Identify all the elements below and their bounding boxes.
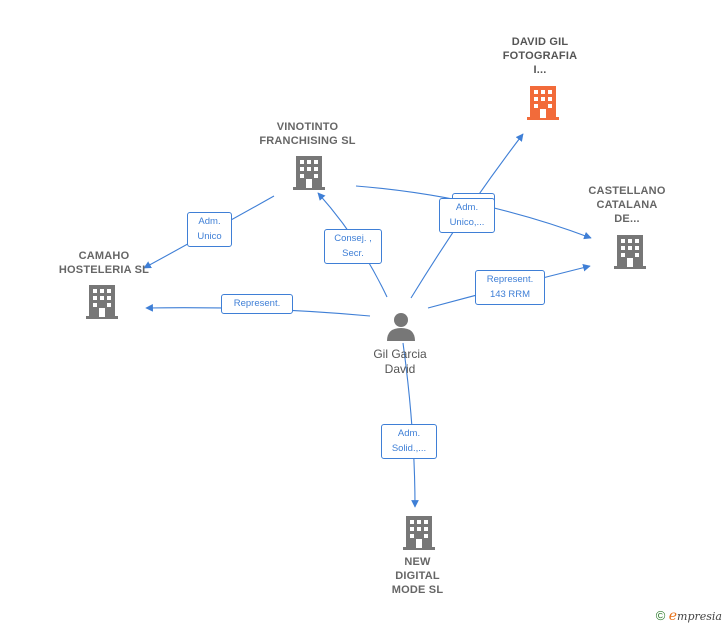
footer-brand: © empresia	[656, 608, 722, 624]
edge-label-consej-secr[interactable]: Consej. , Secr.	[324, 229, 382, 264]
node-label-vinotinto[interactable]: VINOTINTO FRANCHISING SL	[259, 121, 356, 147]
edge-label-adm-unico-multi[interactable]: Adm. Unico,...	[439, 198, 495, 233]
building-icon-david-gil[interactable]	[527, 85, 559, 120]
person-label[interactable]: Gil Garcia David	[373, 347, 427, 376]
node-label-new-digital[interactable]: NEW DIGITAL MODE SL	[391, 556, 444, 596]
edge-label-adm-unico-camaho[interactable]: Adm. Unico	[187, 212, 232, 247]
edge-label-represent-castellano[interactable]: Represent. 143 RRM	[475, 270, 545, 305]
building-icon-castellano[interactable]	[614, 234, 646, 269]
edge-label-adm-solid[interactable]: Adm. Solid.,...	[381, 424, 437, 459]
building-icon-new-digital[interactable]	[403, 515, 435, 550]
node-label-david-gil[interactable]: DAVID GIL FOTOGRAFIA I...	[502, 36, 578, 76]
edge-label-represent-camaho[interactable]: Represent.	[221, 294, 293, 314]
person-icon[interactable]	[386, 311, 416, 341]
copyright-icon: ©	[655, 608, 666, 623]
brand-logo-e: e	[668, 608, 678, 624]
brand-logo-text: mpresia	[677, 610, 722, 623]
building-icon-vinotinto[interactable]	[293, 155, 325, 190]
building-icon-camaho[interactable]	[86, 284, 118, 319]
node-label-castellano[interactable]: CASTELLANO CATALANA DE...	[588, 185, 666, 225]
node-label-camaho[interactable]: CAMAHO HOSTELERIA SL	[58, 250, 150, 276]
